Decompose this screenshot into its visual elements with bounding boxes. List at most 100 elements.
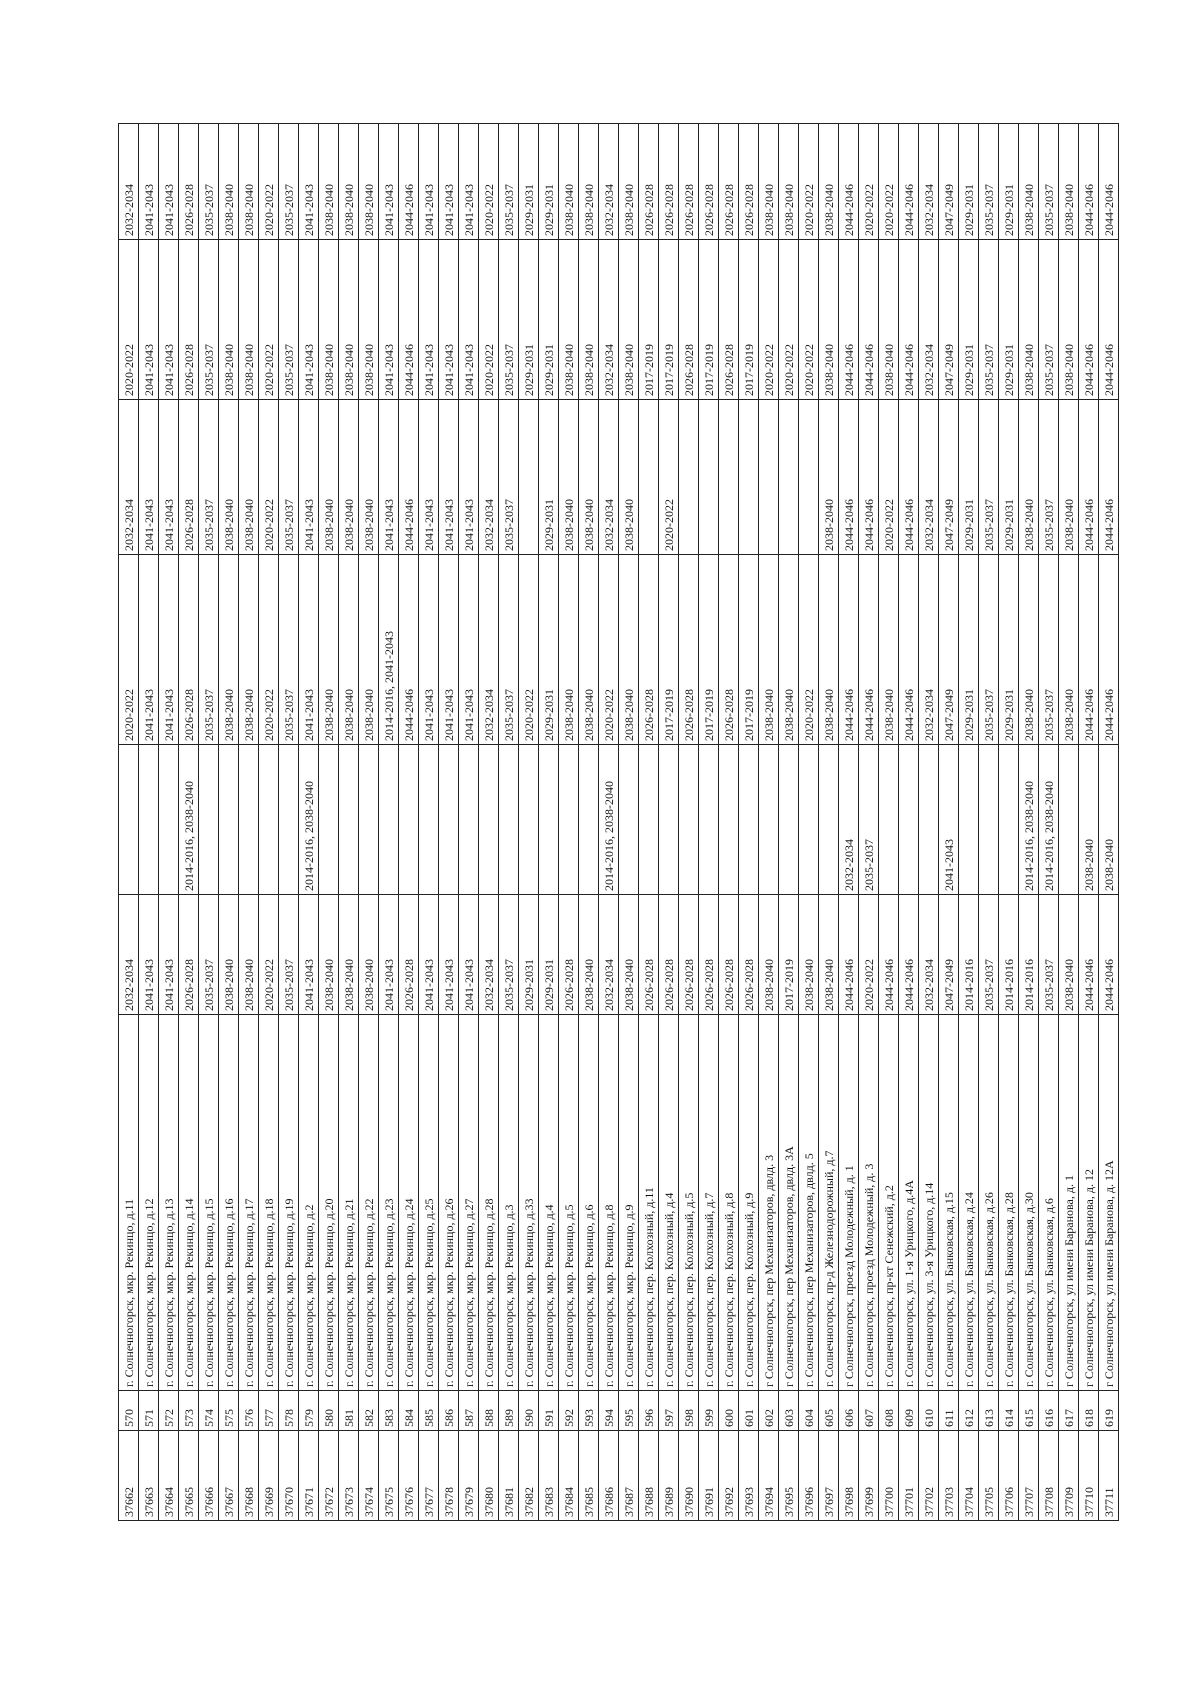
cell-period-6: 2038-2040 xyxy=(338,123,359,240)
cell-record-id: 37689 xyxy=(658,1430,679,1521)
cell-period-1: 2026-2028 xyxy=(738,894,759,1015)
cell-address: г. Солнечногорск, пр-д Железнодорожный, … xyxy=(818,1014,839,1391)
cell-record-id: 37663 xyxy=(138,1430,159,1521)
cell-period-5: 2038-2040 xyxy=(878,239,899,400)
cell-period-5: 2038-2040 xyxy=(318,239,339,400)
cell-period-5: 2041-2043 xyxy=(138,239,159,400)
cell-period-4: 2026-2028 xyxy=(178,399,199,555)
cell-record-id: 37709 xyxy=(1058,1430,1079,1521)
cell-period-6: 2038-2040 xyxy=(778,123,799,240)
cell-period-3: 2038-2040 xyxy=(818,554,839,745)
cell-period-2 xyxy=(718,744,739,895)
cell-period-2: 2041-2043 xyxy=(938,744,959,895)
cell-period-6: 2026-2028 xyxy=(178,123,199,240)
cell-row-number: 613 xyxy=(978,1390,999,1431)
cell-period-5: 2020-2022 xyxy=(778,239,799,400)
cell-period-5: 2044-2046 xyxy=(838,239,859,400)
cell-period-3: 2029-2031 xyxy=(538,554,559,745)
cell-period-5: 2044-2046 xyxy=(858,239,879,400)
cell-record-id: 37672 xyxy=(318,1430,339,1521)
cell-row-number: 592 xyxy=(558,1390,579,1431)
cell-record-id: 37708 xyxy=(1038,1430,1059,1521)
cell-period-2 xyxy=(618,744,639,895)
cell-period-6: 2044-2046 xyxy=(898,123,919,240)
cell-row-number: 593 xyxy=(578,1390,599,1431)
cell-period-5: 2026-2028 xyxy=(718,239,739,400)
cell-record-id: 37698 xyxy=(838,1430,859,1521)
cell-period-1: 2026-2028 xyxy=(178,894,199,1015)
cell-period-1: 2035-2037 xyxy=(198,894,219,1015)
cell-period-4: 2041-2043 xyxy=(378,399,399,555)
cell-period-4 xyxy=(718,399,739,555)
cell-period-2 xyxy=(478,744,499,895)
cell-row-number: 586 xyxy=(438,1390,459,1431)
cell-period-2: 2014-2016, 2038-2040 xyxy=(178,744,199,895)
cell-period-3: 2044-2046 xyxy=(1078,554,1099,745)
cell-address: г. Солнечногорск, пер Механизаторов, двл… xyxy=(798,1014,819,1391)
cell-period-2 xyxy=(758,744,779,895)
cell-period-6: 2032-2034 xyxy=(598,123,619,240)
cell-record-id: 37691 xyxy=(698,1430,719,1521)
cell-period-2 xyxy=(678,744,699,895)
cell-period-6: 2038-2040 xyxy=(558,123,579,240)
cell-period-2 xyxy=(398,744,419,895)
cell-address: г. Солнечногорск, мкр. Рекинцо, д.14 xyxy=(178,1014,199,1391)
cell-record-id: 37679 xyxy=(458,1430,479,1521)
cell-period-2 xyxy=(658,744,679,895)
cell-period-4: 2035-2037 xyxy=(278,399,299,555)
cell-record-id: 37692 xyxy=(718,1430,739,1521)
cell-period-3: 2032-2034 xyxy=(918,554,939,745)
cell-period-4: 2032-2034 xyxy=(918,399,939,555)
cell-address: г. Солнечногорск, ул. Банковская, д.26 xyxy=(978,1014,999,1391)
cell-period-1: 2035-2037 xyxy=(278,894,299,1015)
cell-record-id: 37700 xyxy=(878,1430,899,1521)
cell-period-6: 2029-2031 xyxy=(958,123,979,240)
cell-row-number: 596 xyxy=(638,1390,659,1431)
cell-period-5: 2020-2022 xyxy=(478,239,499,400)
cell-period-5: 2035-2037 xyxy=(198,239,219,400)
cell-period-4: 2038-2040 xyxy=(218,399,239,555)
cell-period-6: 2026-2028 xyxy=(678,123,699,240)
cell-period-4: 2038-2040 xyxy=(558,399,579,555)
cell-period-4 xyxy=(778,399,799,555)
cell-period-6: 2026-2028 xyxy=(698,123,719,240)
cell-period-6: 2038-2040 xyxy=(618,123,639,240)
cell-period-1: 2026-2028 xyxy=(718,894,739,1015)
cell-period-5: 2044-2046 xyxy=(1098,239,1119,400)
cell-address: г. Солнечногорск, мкр. Рекинцо, д.13 xyxy=(158,1014,179,1391)
cell-period-2 xyxy=(518,744,539,895)
cell-period-1: 2032-2034 xyxy=(918,894,939,1015)
cell-period-6: 2026-2028 xyxy=(738,123,759,240)
cell-period-1: 2026-2028 xyxy=(658,894,679,1015)
cell-period-2 xyxy=(738,744,759,895)
cell-address: г. Солнечногорск, ул. 1-я Урицкого, д.4А xyxy=(898,1014,919,1391)
cell-period-5: 2038-2040 xyxy=(578,239,599,400)
cell-period-6: 2038-2040 xyxy=(578,123,599,240)
cell-period-4: 2020-2022 xyxy=(258,399,279,555)
cell-period-3: 2044-2046 xyxy=(398,554,419,745)
cell-record-id: 37704 xyxy=(958,1430,979,1521)
cell-period-4: 2038-2040 xyxy=(318,399,339,555)
cell-period-1: 2041-2043 xyxy=(458,894,479,1015)
cell-period-4: 2041-2043 xyxy=(458,399,479,555)
cell-row-number: 605 xyxy=(818,1390,839,1431)
cell-period-1: 2035-2037 xyxy=(1038,894,1059,1015)
cell-period-3: 2038-2040 xyxy=(758,554,779,745)
cell-period-1: 2038-2040 xyxy=(618,894,639,1015)
cell-row-number: 589 xyxy=(498,1390,519,1431)
cell-period-1: 2026-2028 xyxy=(398,894,419,1015)
cell-period-1: 2044-2046 xyxy=(878,894,899,1015)
cell-address: г Солнечногорск, ул имени Баранова, д. 1 xyxy=(1058,1014,1079,1391)
cell-period-3: 2029-2031 xyxy=(998,554,1019,745)
cell-record-id: 37671 xyxy=(298,1430,319,1521)
cell-period-1: 2035-2037 xyxy=(978,894,999,1015)
cell-record-id: 37690 xyxy=(678,1430,699,1521)
